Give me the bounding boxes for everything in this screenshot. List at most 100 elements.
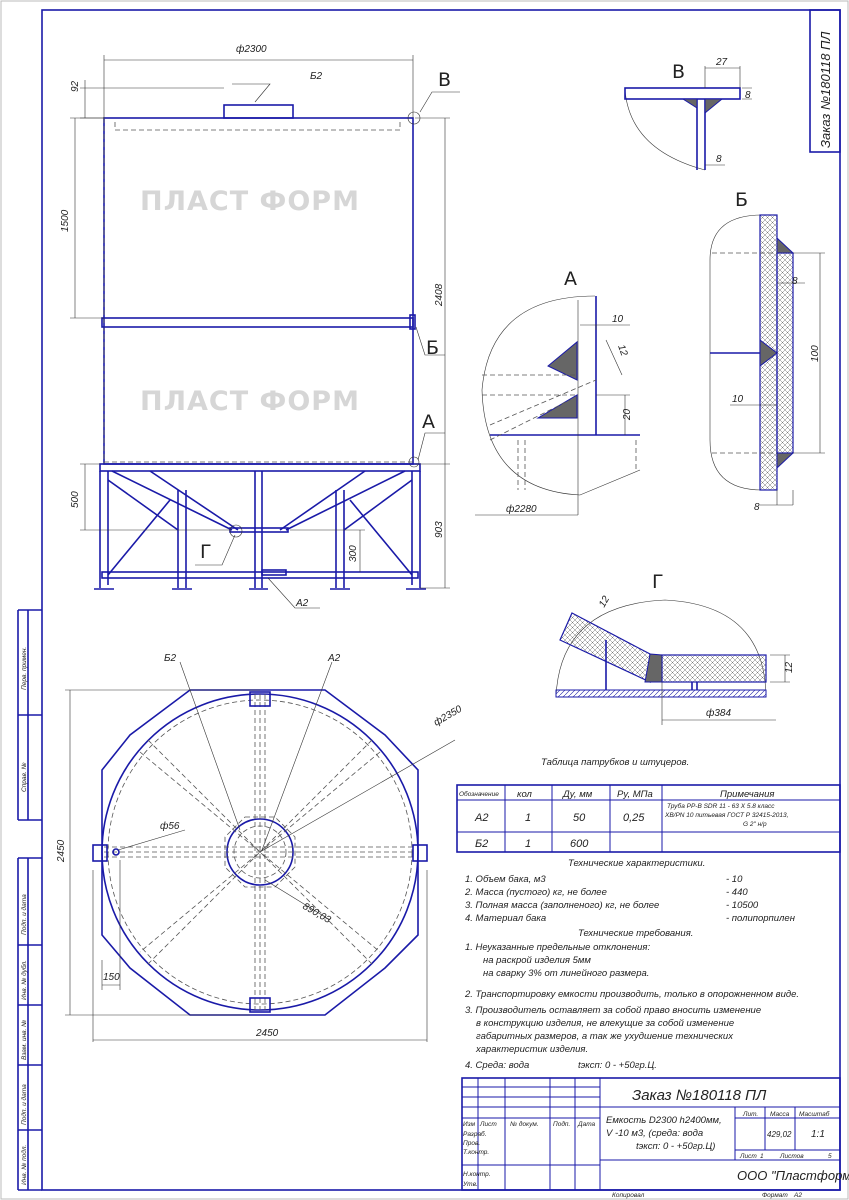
- tech-requirements: Технические требования. 1. Неуказанные п…: [464, 928, 799, 1071]
- dim-stand-upper: 500: [70, 491, 81, 508]
- dim-outlet-height: 300: [348, 545, 359, 562]
- requirement-line: габаритных размеров, а так же ухудшение …: [476, 1031, 734, 1042]
- dim-tank-height: 2408: [434, 283, 445, 307]
- svg-text:Изм: Изм: [463, 1121, 476, 1128]
- svg-text:Лист: Лист: [479, 1121, 497, 1128]
- callout-nozzle-b2: Б2: [310, 71, 323, 82]
- stand-octagon: [101, 689, 419, 1016]
- svg-text:Инв. № подл.: Инв. № подл.: [20, 1144, 28, 1185]
- tech-specs-title: Технические характеристики.: [568, 858, 705, 869]
- detail-a-dim: 20: [622, 408, 633, 421]
- detail-b-dim: 100: [810, 345, 821, 362]
- svg-text:1: 1: [525, 838, 531, 850]
- detail-v-dim: 27: [715, 57, 728, 68]
- detail-g-dim: ф384: [706, 707, 731, 719]
- svg-text:Подп. и дата: Подп. и дата: [20, 894, 28, 935]
- callout-detail-a: А: [422, 411, 435, 433]
- spec-label: 1. Объем бака, м3: [465, 874, 546, 885]
- svg-text:Масса: Масса: [770, 1111, 790, 1118]
- svg-text:5: 5: [828, 1153, 832, 1160]
- nozzle-table: Таблица патрубков и штуцеров. Обозначени…: [456, 757, 841, 853]
- svg-text:Подп. и дата: Подп. и дата: [20, 1084, 28, 1125]
- requirement-line: в конструкцию изделия, не влекущие за со…: [476, 1018, 734, 1029]
- table-row: А2 1 50 0,25 Труба PP-B SDR 11 - 63 X 5.…: [474, 802, 789, 828]
- dim-band-height: 1500: [60, 209, 71, 232]
- requirement-line: 2. Транспортировку емкости производить, …: [464, 989, 799, 1000]
- dim-diameter: ф2300: [236, 43, 267, 55]
- svg-text:Копировал: Копировал: [612, 1192, 645, 1199]
- title-block-title: Заказ №180118 ПЛ: [632, 1087, 767, 1104]
- svg-text:G 2" н/р: G 2" н/р: [743, 821, 767, 828]
- svg-text:0,25: 0,25: [623, 812, 645, 824]
- callout-plan-a2: А2: [327, 653, 341, 664]
- detail-v: В 27 8 8: [624, 57, 752, 171]
- svg-text:Н.контр.: Н.контр.: [463, 1171, 491, 1178]
- svg-text:Лит.: Лит.: [742, 1111, 758, 1118]
- svg-text:№ докум.: № докум.: [510, 1120, 539, 1128]
- svg-text:1: 1: [525, 812, 531, 824]
- nozzle-table-title: Таблица патрубков и штуцеров.: [541, 757, 689, 768]
- dim-plan-diameter: ф2350: [432, 703, 465, 729]
- svg-text:600: 600: [570, 838, 589, 850]
- product-description: tэксп: 0 - +50гр.Ц): [636, 1141, 715, 1152]
- requirement-line: tэксп: 0 - +50гр.Ц.: [578, 1060, 657, 1071]
- callout-plan-b2: Б2: [164, 653, 177, 664]
- plan-dimensions: [65, 661, 456, 1042]
- svg-text:Инв. № дубл.: Инв. № дубл.: [20, 960, 28, 1000]
- spec-value: - 440: [726, 887, 748, 898]
- product-description: V -10 м3, (среда: вода: [606, 1128, 703, 1139]
- detail-b-dim: 8: [792, 276, 798, 287]
- detail-b-dim: 10: [732, 394, 744, 405]
- watermarks: ПЛАСТ ФОРМ ПЛАСТ ФОРМ: [140, 186, 360, 417]
- svg-text:Труба PP-B SDR 11 - 63 X 5.8 к: Труба PP-B SDR 11 - 63 X 5.8 класс: [667, 802, 775, 810]
- svg-text:1: 1: [760, 1153, 764, 1160]
- table-header: Обозначение: [459, 790, 499, 798]
- detail-a-dim: ф2280: [506, 503, 537, 515]
- dim-hole: ф56: [160, 820, 180, 832]
- watermark: ПЛАСТ ФОРМ: [140, 386, 360, 417]
- watermark: ПЛАСТ ФОРМ: [140, 186, 360, 217]
- detail-g-label: Г: [652, 571, 664, 593]
- spec-value: - полипорпилен: [726, 913, 796, 924]
- requirement-line: 3. Производитель оставляет за собой прав…: [465, 1005, 761, 1016]
- top-flange: [223, 104, 294, 119]
- detail-g-dim: 12: [784, 661, 795, 673]
- svg-text:Лист: Лист: [739, 1153, 757, 1160]
- callout-nozzle-a2: А2: [295, 598, 309, 609]
- svg-text:Формат: Формат: [762, 1192, 788, 1199]
- svg-text:50: 50: [573, 812, 586, 824]
- svg-text:Заказ №180118 ПЛ: Заказ №180118 ПЛ: [818, 32, 833, 148]
- tech-specs: Технические характеристики. 1. Объем бак…: [464, 858, 796, 924]
- svg-text:Справ. №: Справ. №: [21, 762, 28, 792]
- svg-text:Утв.: Утв.: [462, 1181, 478, 1188]
- dim-offset: 150: [103, 972, 120, 983]
- product-description: Емкость D2300 h2400мм,: [606, 1115, 722, 1126]
- table-header: Ду, мм: [562, 789, 593, 800]
- spec-label: 4. Материал бака: [465, 913, 546, 924]
- detail-v-label: В: [672, 61, 685, 83]
- requirement-line: на раскрой изделия 5мм: [483, 955, 591, 966]
- table-header: кол: [517, 789, 533, 800]
- callout-detail-v: В: [438, 69, 451, 91]
- svg-text:Перв. примен.: Перв. примен.: [21, 647, 28, 690]
- requirement-line: характеристик изделия.: [475, 1044, 588, 1055]
- title-block: Заказ №180118 ПЛ Изм Лист № докум. Подп.…: [461, 1077, 849, 1199]
- detail-a-dim: 10: [612, 314, 624, 325]
- svg-text:Масштаб: Масштаб: [799, 1110, 830, 1118]
- detail-g: Г 12 12 ф384: [555, 571, 795, 725]
- company-name: ООО "Пластформ": [737, 1168, 849, 1183]
- callout-detail-b: Б: [426, 337, 439, 359]
- front-view: ф2300 92 1500 2408 500 903 300 Б2 А2 В Б…: [60, 43, 460, 609]
- svg-text:А2: А2: [474, 812, 488, 824]
- svg-text:Взам. инв. №: Взам. инв. №: [21, 1020, 28, 1060]
- svg-text:Листов: Листов: [779, 1153, 804, 1160]
- side-stamp: Перв. примен. Справ. № Подп. и дата Инв.…: [17, 609, 42, 1191]
- table-header: Примечания: [720, 789, 775, 800]
- requirement-line: на сварку 3% от линейного размера.: [483, 968, 649, 979]
- spec-label: 3. Полная масса (заполненого) кг, не бол…: [465, 900, 659, 911]
- detail-b-label: Б: [735, 189, 748, 211]
- inner-frame: [41, 9, 841, 1191]
